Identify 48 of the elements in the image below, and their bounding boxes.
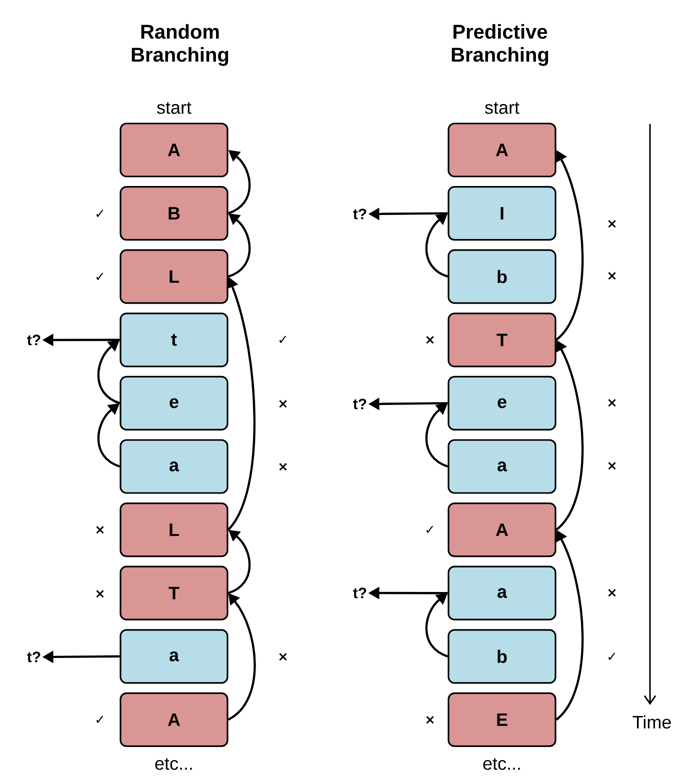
cross-mark: × [96,590,104,598]
letter-box: T [448,312,556,368]
letter-box: a [448,439,556,494]
cross-mark: × [426,336,434,344]
letter-box: E [448,692,556,747]
cross-mark: × [426,716,434,724]
check-mark: ✓ [280,336,286,343]
letter-box: B [120,186,228,241]
letter-box: e [120,376,228,430]
letter-box: I [448,186,556,241]
arrow [228,150,251,214]
check-mark: ✓ [96,272,104,280]
time-label: Time [632,715,671,729]
letter-box: L [120,249,228,304]
column-title: Predictive Branching [452,24,548,66]
cross-mark: × [608,399,616,407]
cross-mark: × [608,220,616,228]
query-label: t? [353,208,366,220]
letter-box: T [120,566,228,620]
letter-box: e [448,376,556,430]
letter-box: a [448,566,556,620]
cross-mark: × [279,400,287,408]
cross-mark: × [279,653,287,661]
letter-box: a [120,439,228,494]
query-label: t? [353,398,366,410]
check-mark: ✓ [426,526,434,533]
query-label: t? [27,652,40,662]
letter-box: A [448,502,556,558]
letter-box: a [120,629,228,684]
arrow [425,593,448,658]
query-label: t? [27,334,40,346]
cross-mark: × [96,526,104,534]
letter-box: A [448,122,556,178]
letter-box: b [448,629,556,684]
check-mark: ✓ [96,716,104,723]
letter-box: L [120,502,228,558]
check-mark: ✓ [96,210,104,217]
letter-box: A [120,692,228,747]
cross-mark: × [279,463,287,471]
query-label: t? [353,588,366,598]
cross-mark: × [608,272,616,280]
cross-mark: × [608,589,616,597]
column-title: Random Branching [132,24,228,66]
letter-box: A [120,122,228,178]
cross-mark: × [608,462,616,470]
check-mark: ✓ [608,652,616,660]
letter-box: t [120,312,228,368]
letter-box: b [448,249,556,304]
